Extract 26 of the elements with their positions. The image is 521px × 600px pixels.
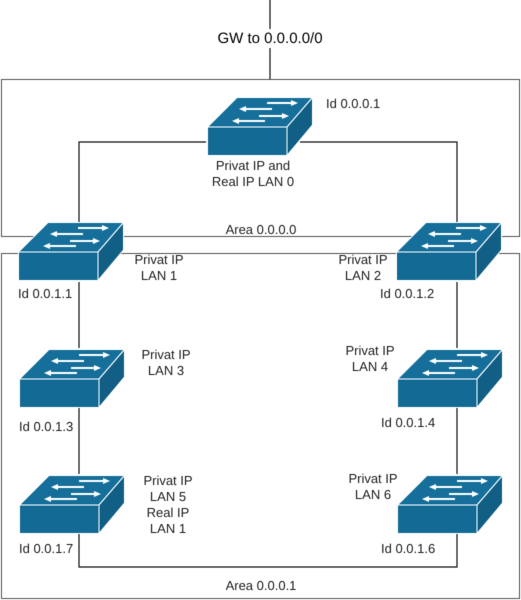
router-id-label: Id 0.0.1.1 [18,286,72,302]
connection-line [78,534,458,568]
network-label: Privat IP LAN 1 [133,252,185,284]
connection-line [78,282,80,348]
connection-line [456,408,458,474]
edge-label: GW to 0.0.0.0/0 [216,28,325,48]
connection-line [78,141,206,222]
network-label: Privat IP LAN 2 [337,252,389,284]
connection-line [78,408,80,474]
router-id-label: Id 0.0.1.4 [381,415,436,431]
connection-line [456,282,458,348]
router-id-label: Id 0.0.1.2 [380,286,434,302]
area-frame [1,253,520,599]
network-label: Privat IP LAN 6 [347,471,399,503]
network-label: Privat IP LAN 3 [140,347,192,379]
network-label: Privat IP LAN 5 Real IP LAN 1 [142,473,194,537]
router-id-label: Id 0.0.1.3 [19,419,74,435]
area-frame [1,79,520,237]
router-id-label: Id 0.0.1.6 [381,541,436,557]
router-id-label: Id 0.0.1.7 [19,541,74,557]
router-id-label: Id 0.0.0.1 [326,96,380,112]
area-title: Area 0.0.0.1 [224,578,298,594]
connection-line [300,141,458,222]
network-label: Privat IP and Real IP LAN 0 [210,158,296,190]
area-title: Area 0.0.0.0 [224,222,298,238]
network-label: Privat IP LAN 4 [344,343,396,375]
